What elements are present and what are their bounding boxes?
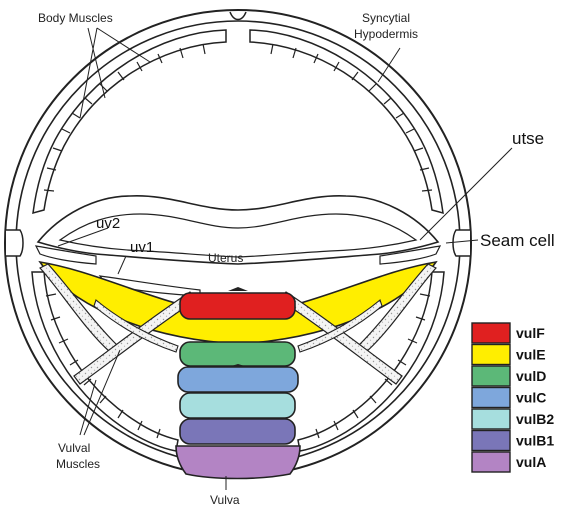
vulC-cell	[178, 367, 298, 392]
label-syncytial: Syncytial	[362, 11, 410, 25]
label-body-muscles: Body Muscles	[38, 11, 113, 25]
legend-label-vulB2: vulB2	[516, 411, 554, 427]
legend-swatch-vulB2	[472, 409, 510, 429]
legend-swatch-vulB1	[472, 431, 510, 451]
legend-label-vulA: vulA	[516, 454, 546, 470]
label-vulval: Vulval	[58, 441, 90, 455]
label-uv2: uv2	[96, 215, 120, 232]
vulB2-cell	[180, 393, 295, 418]
vulF-cell	[180, 293, 295, 319]
label-utse: utse	[512, 129, 544, 148]
legend-swatch-vulD	[472, 366, 510, 386]
vulD-cell	[180, 342, 295, 366]
legend-label-vulD: vulD	[516, 368, 546, 384]
legend-label-vulF: vulF	[516, 325, 545, 341]
label-muscles: Muscles	[56, 457, 100, 471]
seam-cell-right	[453, 230, 470, 256]
legend-swatch-vulE	[472, 345, 510, 365]
seam-cell-left	[6, 230, 23, 256]
label-seam-cell: Seam cell	[480, 231, 555, 250]
label-uterus: Uterus	[208, 251, 243, 265]
legend-label-vulE: vulE	[516, 347, 546, 363]
legend-swatch-vulC	[472, 388, 510, 408]
vulA-cell	[176, 446, 300, 479]
vulB1-cell	[180, 419, 295, 444]
cell-legend: vulF vulE vulD vulC vulB2 vulB1 vulA	[472, 323, 554, 472]
label-vulva: Vulva	[210, 493, 240, 507]
legend-label-vulB1: vulB1	[516, 433, 554, 449]
label-uv1: uv1	[130, 239, 154, 256]
label-hypodermis: Hypodermis	[354, 27, 418, 41]
legend-label-vulC: vulC	[516, 390, 546, 406]
legend-swatch-vulA	[472, 452, 510, 472]
legend-swatch-vulF	[472, 323, 510, 343]
